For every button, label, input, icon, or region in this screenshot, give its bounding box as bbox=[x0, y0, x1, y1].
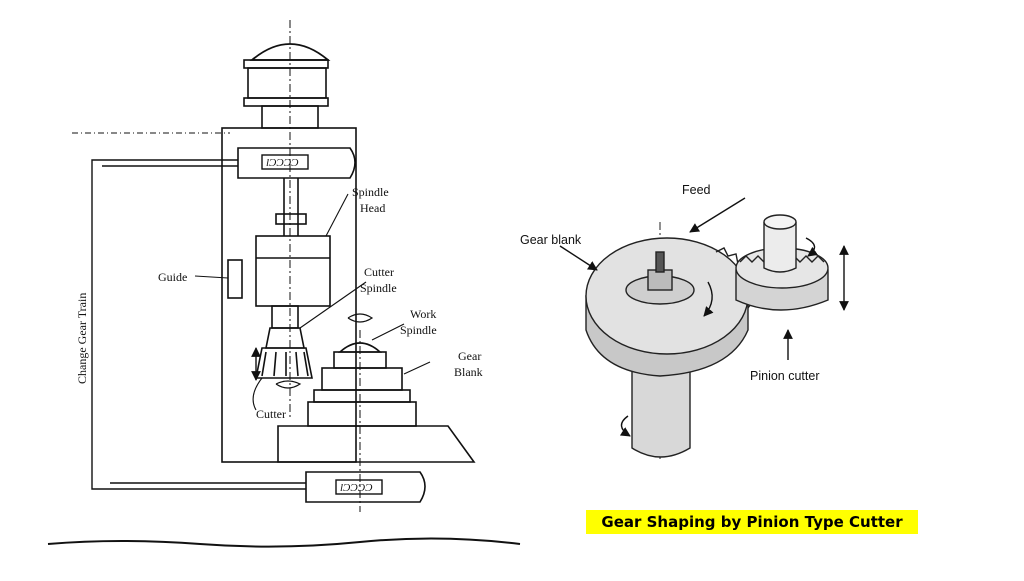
label-cutter-spindle-line1: Cutter bbox=[364, 265, 394, 279]
label-work-spindle-line1: Work bbox=[410, 307, 436, 321]
label-change-gear-train: Change Gear Train bbox=[75, 293, 89, 384]
gear-shaper-machine-drawing: ƖƆƆƆƆ ƖƆƆƆƆ bbox=[47, 20, 521, 548]
label-cutter: Cutter bbox=[256, 407, 286, 421]
label-gear-blank-line2: Blank bbox=[454, 365, 483, 379]
label-cutter-spindle-line2: Spindle bbox=[360, 281, 397, 295]
label-pinion-cutter: Pinion cutter bbox=[750, 369, 819, 383]
svg-text:ƖƆƆƆƆ: ƖƆƆƆƆ bbox=[340, 482, 373, 494]
label-feed: Feed bbox=[682, 183, 711, 197]
label-gear-blank-line1: Gear bbox=[458, 349, 481, 363]
label-guide: Guide bbox=[158, 270, 187, 284]
label-work-spindle-line2: Spindle bbox=[400, 323, 437, 337]
figure-caption: Gear Shaping by Pinion Type Cutter bbox=[586, 510, 918, 534]
svg-text:ƖƆƆƆƆ: ƖƆƆƆƆ bbox=[266, 157, 299, 169]
label-spindle-head-line1: Spindle bbox=[352, 185, 389, 199]
pinion-cutter-gear-blank-drawing bbox=[559, 197, 849, 460]
label-spindle-head-line2: Head bbox=[360, 201, 385, 215]
label-gear-blank: Gear blank bbox=[520, 233, 582, 247]
